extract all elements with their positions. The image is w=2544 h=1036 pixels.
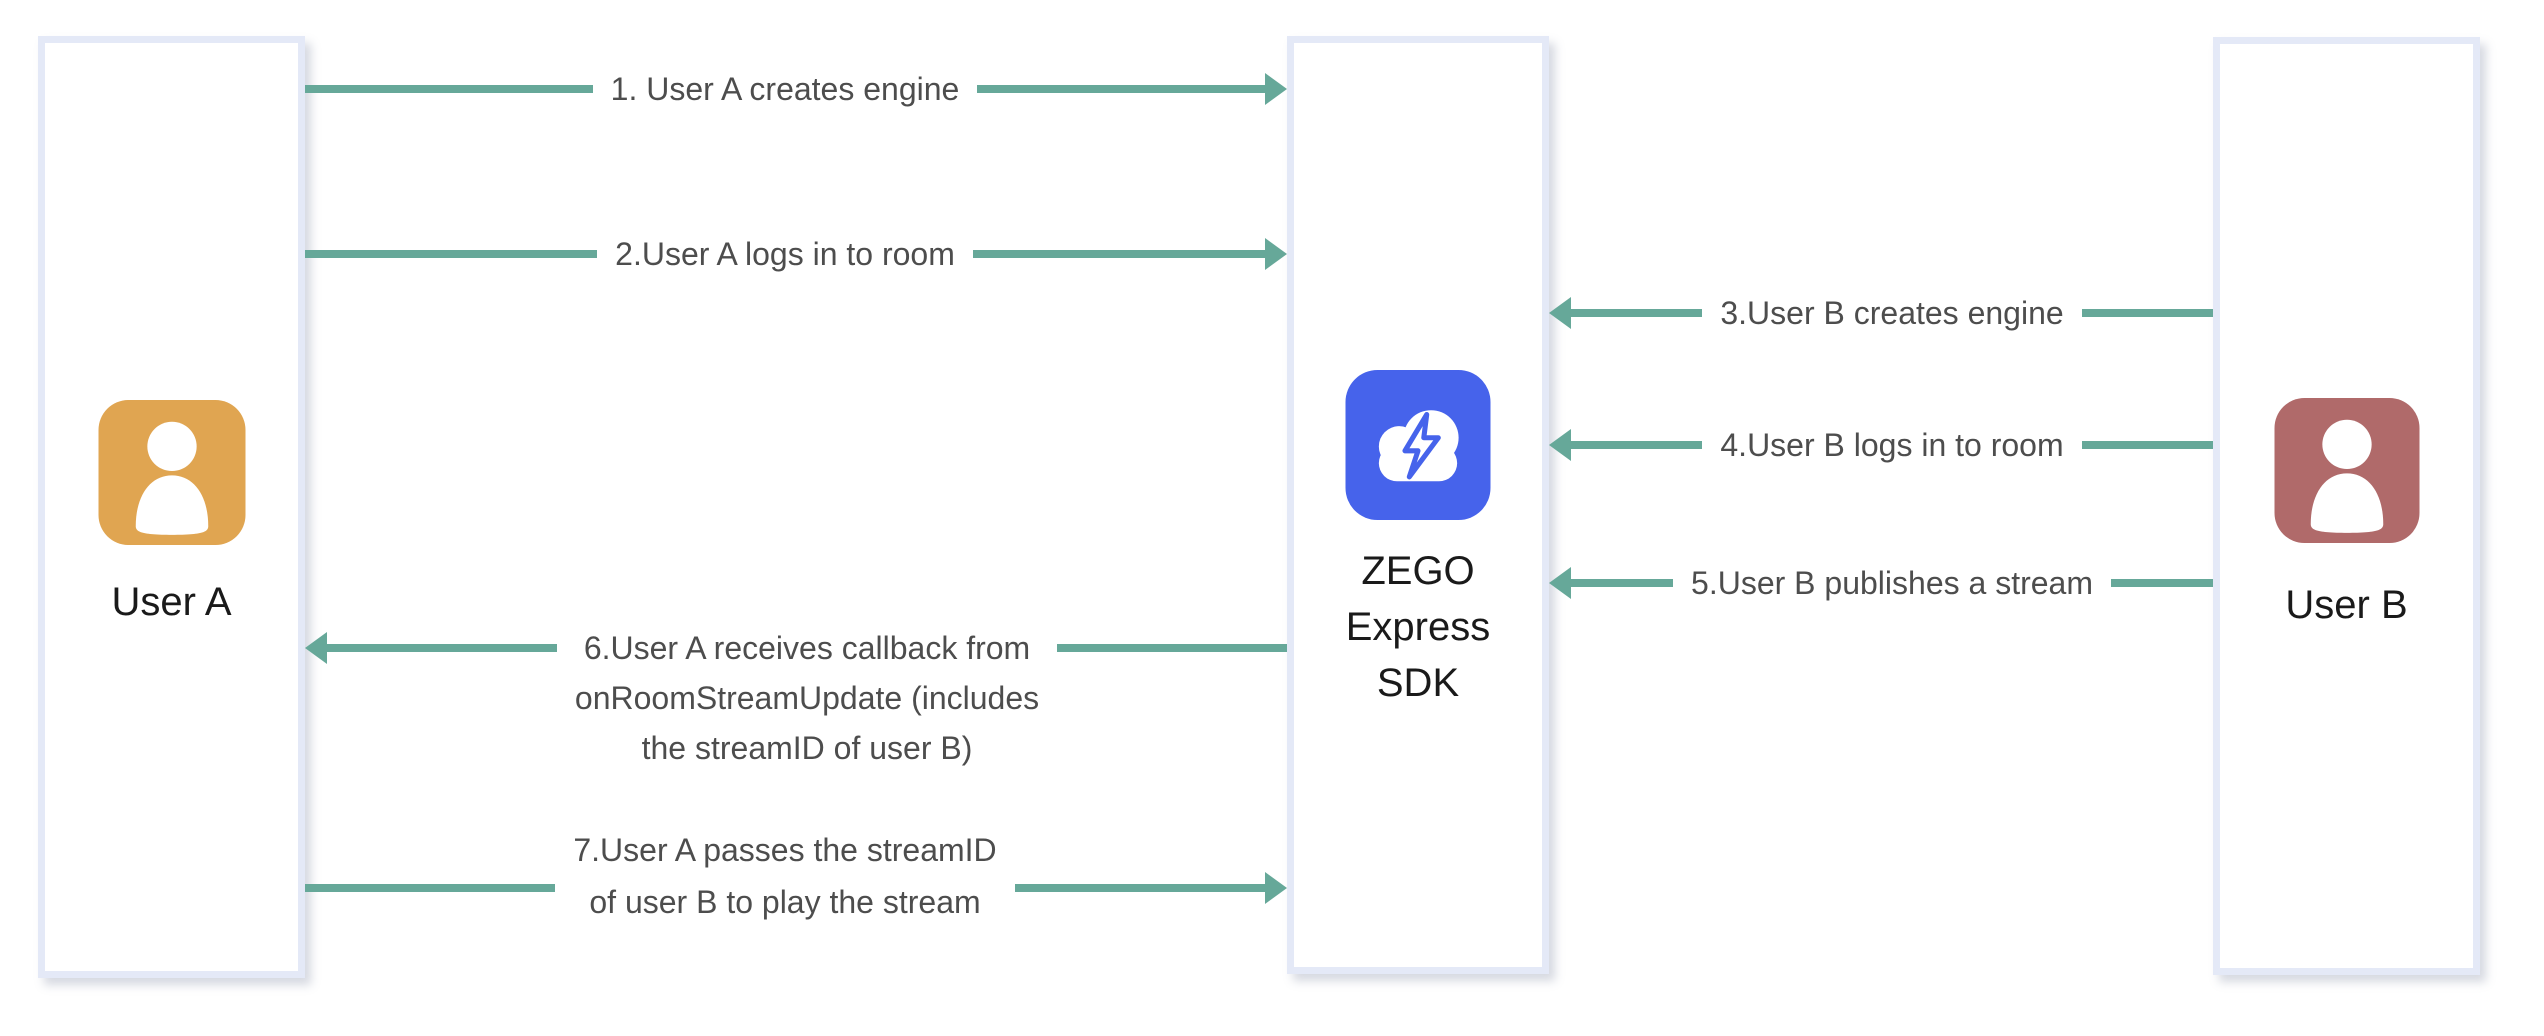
lifeline-user-a: User A: [38, 36, 305, 978]
arrowhead-right-icon: [1265, 73, 1287, 105]
arrow-line: [2081, 309, 2214, 317]
user-a-avatar: [98, 400, 245, 545]
cloud-lightning-icon: [1378, 410, 1459, 482]
arrow-label-line: of user B to play the stream: [589, 884, 981, 920]
arrow-line: [305, 85, 593, 93]
arrow-line: [977, 85, 1265, 93]
arrow-line: [2081, 441, 2213, 449]
arrow-label-line: the streamID of user B): [641, 730, 973, 766]
user-a-title: User A: [111, 580, 232, 624]
sdk-title-line: ZEGO: [1361, 549, 1475, 593]
arrow-label-line: 6.User A receives callback from: [583, 630, 1031, 666]
lifeline-user-b: User B: [2213, 37, 2480, 975]
arrow-line: [327, 644, 557, 652]
sdk-badge: [1345, 370, 1491, 520]
arrow-label: 4.User B logs in to room: [1720, 426, 2064, 463]
arrow-label: 5.User B publishes a stream: [1691, 564, 2093, 601]
arrowhead-left-icon: [1549, 429, 1571, 461]
sdk-title-line: SDK: [1376, 661, 1460, 705]
arrow-label: 2.User A logs in to room: [615, 235, 955, 272]
arrow-label-line: onRoomStreamUpdate (includes: [574, 680, 1040, 716]
arrow-step-4: 4.User B logs in to room: [1549, 427, 2213, 463]
arrow-line: [1014, 884, 1266, 892]
arrow-label: 7.User A passes the streamID of user B t…: [555, 824, 1014, 928]
arrow-line: [1571, 579, 1674, 587]
person-icon: [2310, 419, 2383, 533]
sdk-title-line: Express: [1345, 605, 1491, 649]
arrow-label: 6.User A receives callback from onRoomSt…: [557, 623, 1057, 773]
arrow-label: 3.User B creates engine: [1720, 294, 2064, 331]
arrowhead-left-icon: [305, 632, 327, 664]
arrow-line: [305, 250, 598, 258]
arrow-step-3: 3.User B creates engine: [1549, 294, 2214, 331]
arrow-line: [1571, 309, 1703, 317]
lifeline-sdk: ZEGO Express SDK: [1287, 36, 1549, 974]
arrow-label: 1. User A creates engine: [610, 70, 960, 107]
arrow-line: [972, 250, 1265, 258]
user-b-title: User B: [2285, 583, 2408, 627]
arrow-line: [1057, 644, 1288, 652]
sdk-title: ZEGO Express SDK: [1294, 543, 1542, 711]
arrow-line: [2110, 579, 2214, 587]
arrowhead-left-icon: [1549, 567, 1571, 599]
user-b-avatar: [2274, 398, 2419, 543]
arrow-step-7: 7.User A passes the streamID of user B t…: [305, 824, 1288, 928]
person-icon: [135, 421, 208, 535]
arrowhead-right-icon: [1265, 872, 1288, 904]
arrow-line: [305, 884, 556, 892]
arrow-step-2: 2.User A logs in to room: [305, 236, 1287, 272]
arrow-line: [1571, 441, 1703, 449]
arrow-step-6: 6.User A receives callback from onRoomSt…: [305, 623, 1288, 773]
arrowhead-left-icon: [1549, 297, 1571, 329]
arrow-step-1: 1. User A creates engine: [305, 71, 1287, 107]
arrow-step-5: 5.User B publishes a stream: [1549, 564, 2214, 601]
arrowhead-right-icon: [1265, 238, 1287, 270]
arrow-label-line: 7.User A passes the streamID: [573, 832, 997, 868]
